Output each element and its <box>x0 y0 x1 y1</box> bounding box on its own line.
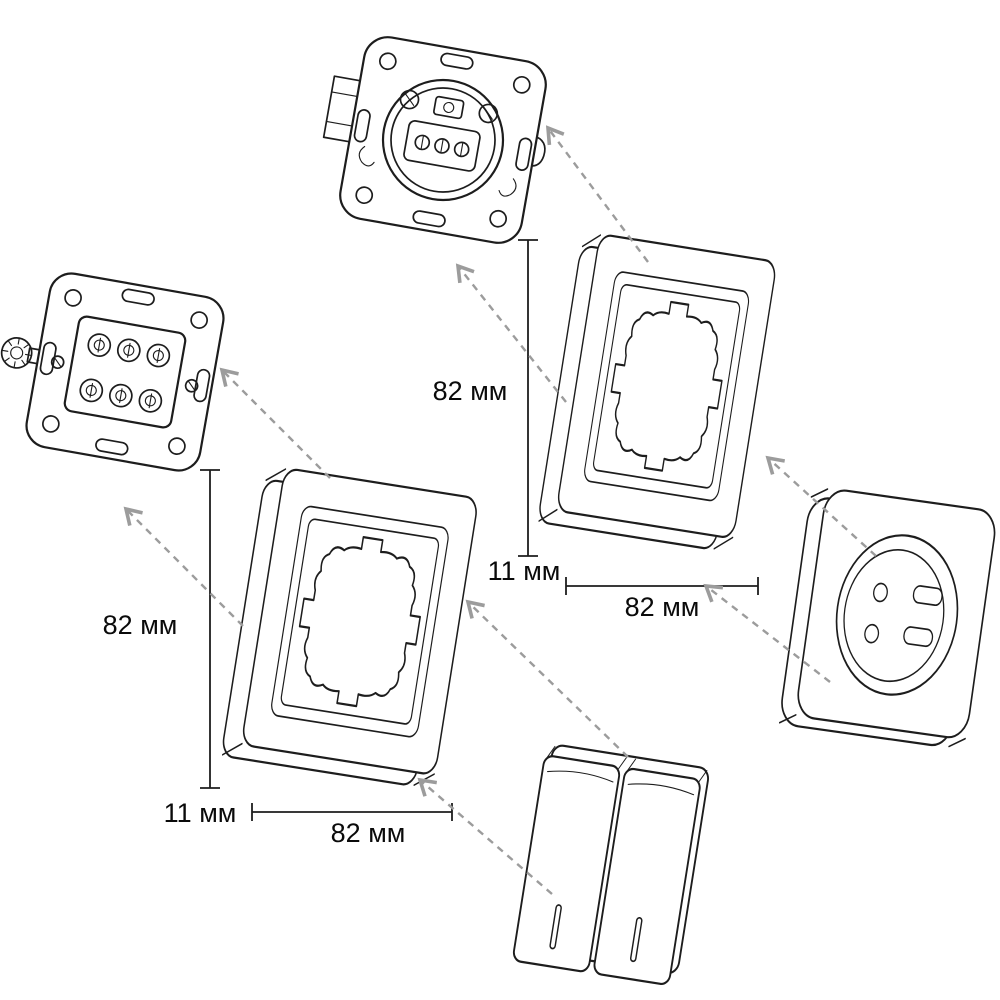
frame-top <box>538 231 777 552</box>
assembly-arrow <box>465 599 629 758</box>
switch-axis-knob <box>0 337 33 369</box>
switch-key-left <box>512 755 621 973</box>
socket-body-ring <box>381 78 505 202</box>
assembly-arrow <box>123 506 244 627</box>
dim-label-bottom-frame-width: 82 мм <box>331 818 406 848</box>
key-indicator-slot <box>629 916 643 963</box>
assembly-arrow <box>219 367 331 479</box>
ground-contact <box>903 626 934 648</box>
assembly-arrow <box>703 583 831 683</box>
frame-bottom <box>221 465 479 789</box>
assembly-arrow <box>417 777 553 895</box>
side-claw <box>525 134 546 167</box>
switch-mechanism <box>0 272 225 472</box>
socket-recess <box>835 534 959 696</box>
claw-screw <box>50 355 65 370</box>
mounting-plate <box>25 272 225 472</box>
assembly-arrow <box>455 263 567 403</box>
assembly-arrow <box>765 455 877 557</box>
assembly-arrows <box>123 125 877 895</box>
pin-hole <box>864 623 880 644</box>
dim-label-top-frame-depth: 11 мм <box>488 556 561 586</box>
switch-body <box>63 315 187 429</box>
assembly-arrow <box>545 125 649 263</box>
dim-label-top-frame-height: 82 мм <box>433 376 508 406</box>
dimensions: 82 мм 11 мм 82 мм 82 мм 11 мм 82 мм <box>103 239 759 848</box>
dim-label-bottom-frame-depth: 11 мм <box>164 798 237 828</box>
switch-key-right <box>593 767 701 986</box>
terminal-block <box>403 120 481 172</box>
key-indicator-slot <box>549 904 562 950</box>
claw-screw <box>184 378 199 393</box>
claw-screw <box>399 89 420 110</box>
pin-hole <box>873 582 888 603</box>
ground-clamp <box>433 95 465 120</box>
ground-contact <box>912 585 943 607</box>
dim-label-bottom-frame-height: 82 мм <box>103 610 178 640</box>
switch-keys <box>512 744 709 986</box>
dim-label-top-frame-width: 82 мм <box>625 592 700 622</box>
socket-mechanism <box>322 36 547 244</box>
claw-screw <box>478 103 499 124</box>
socket-faceplate <box>778 488 996 748</box>
